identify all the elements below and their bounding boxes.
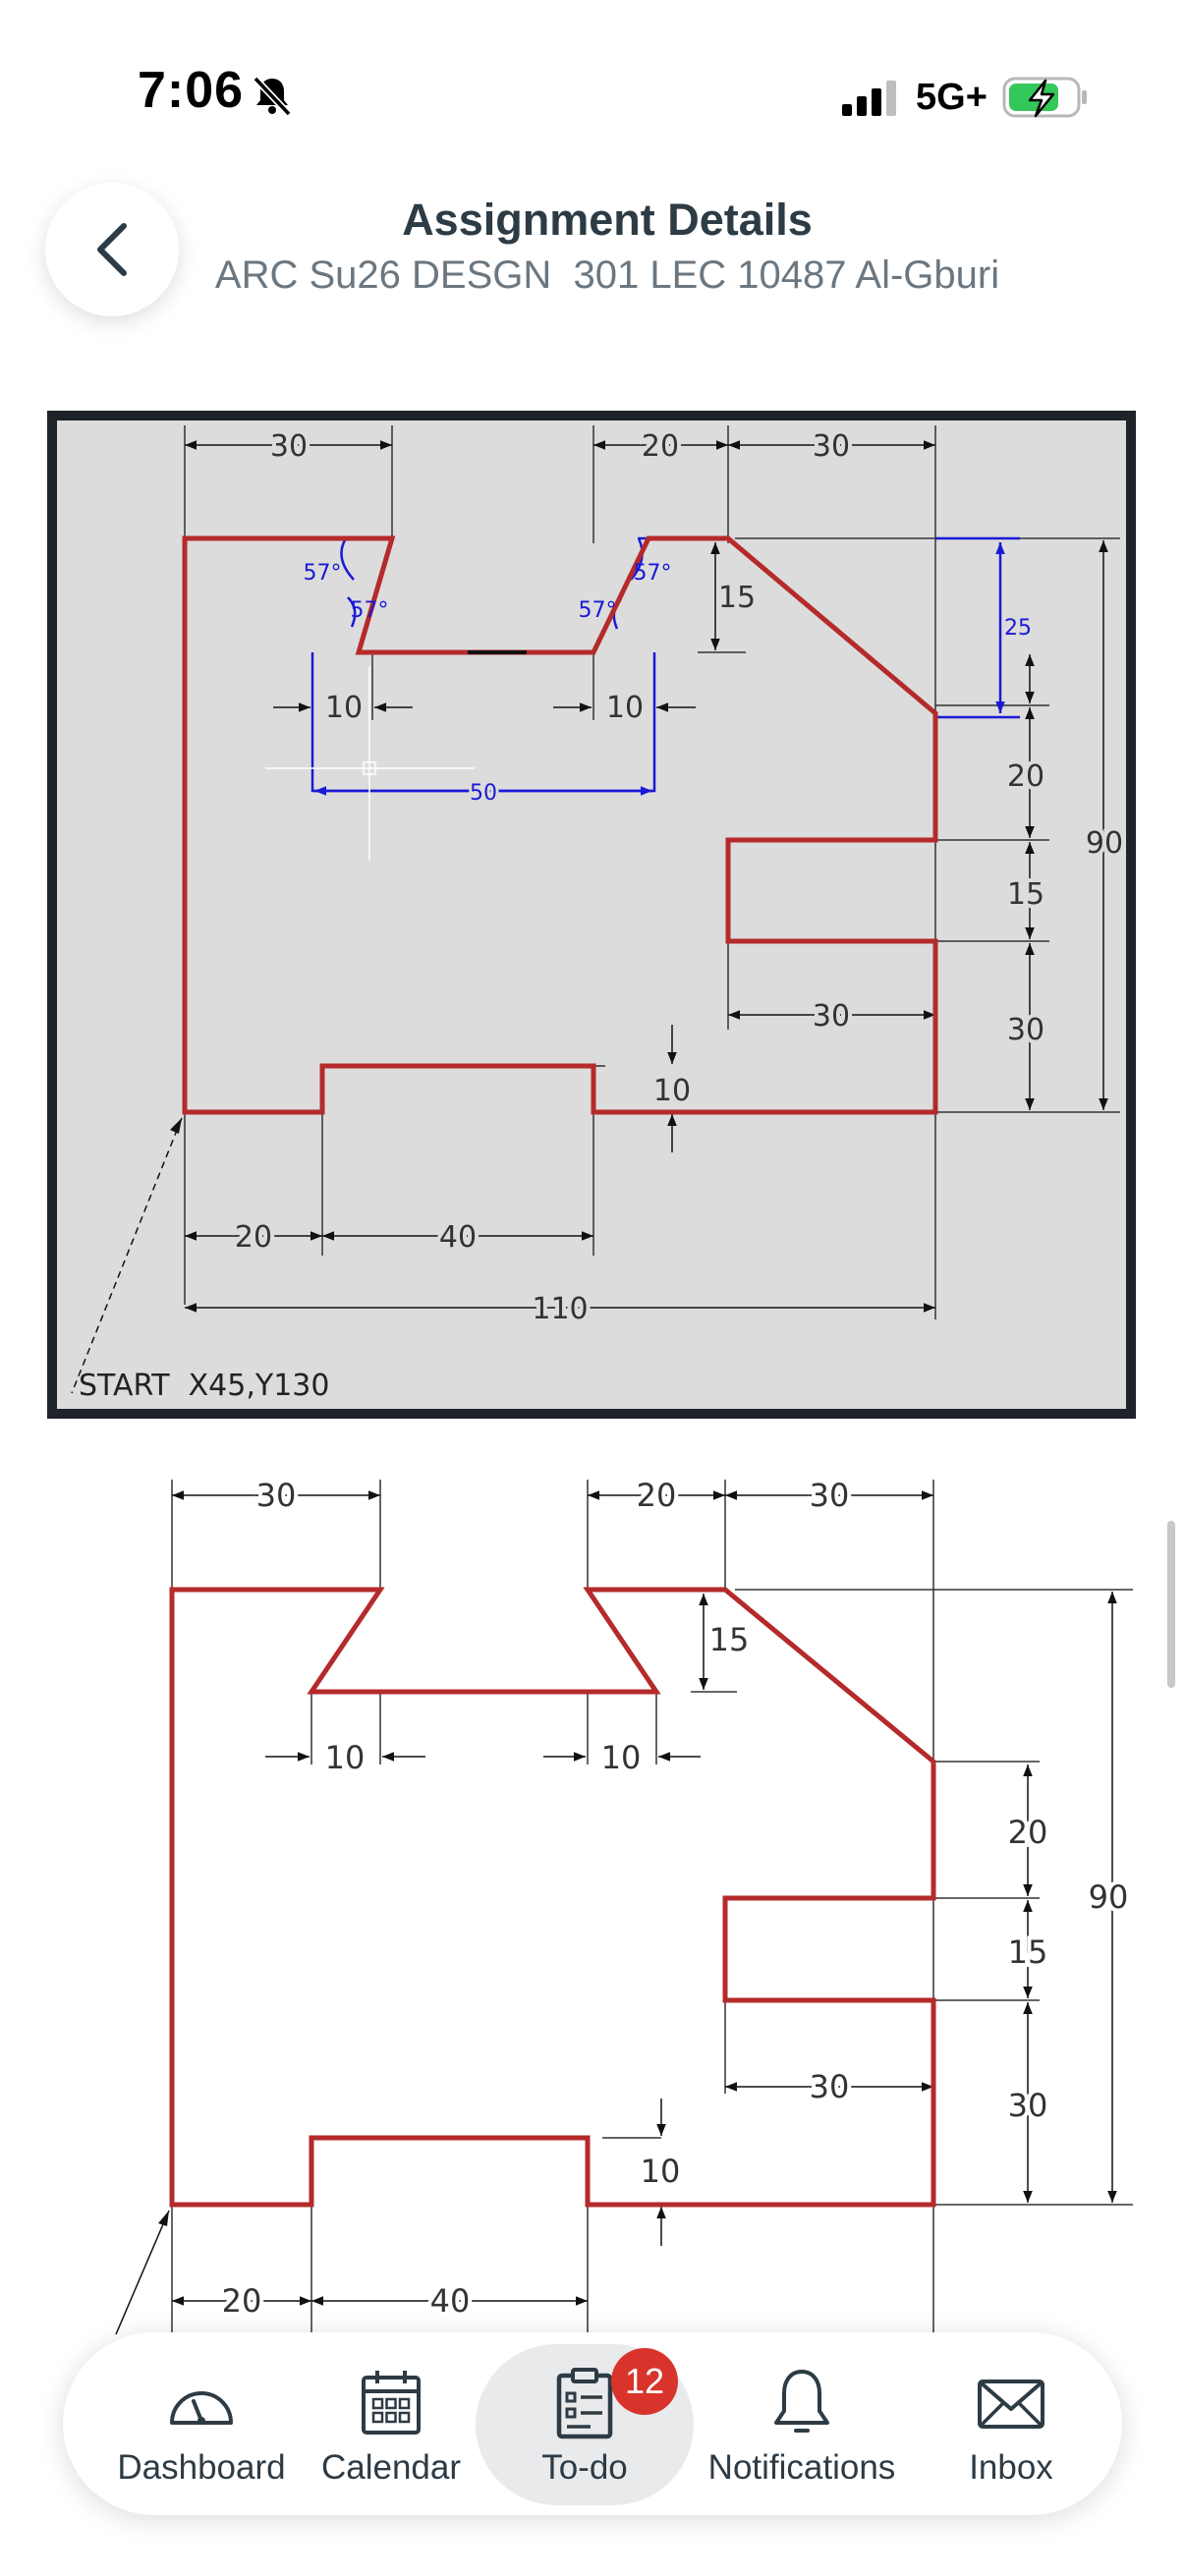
cad-dim-b40: 40 [439,1220,477,1255]
cad-start-note: START X45,Y130 [79,1369,329,1403]
todo-count-badge: 12 [611,2348,678,2415]
cad-dim-v10: 10 [653,1074,691,1108]
cad-drawing-image: 30 20 30 15 20 90 15 30 10 10 30 10 20 4… [47,411,1136,1419]
cad-dim-v90: 90 [1086,826,1123,861]
cad-dim-top-left: 30 [270,429,308,464]
clean-dim-v20: 20 [1008,1814,1048,1851]
cellular-signal-icon [842,81,896,116]
cad-dim-b20: 20 [235,1220,272,1255]
nav-label-calendar: Calendar [320,2448,462,2487]
course-subtitle: ARC Su26 DESGN 301 LEC 10487 Al-Gburi [214,253,1000,297]
scroll-indicator[interactable] [1167,1521,1175,1688]
bell-icon [774,2370,829,2433]
bottom-nav: Dashboard Calendar To-do 12 [63,2332,1122,2515]
cad-dim-h10b: 10 [606,691,644,725]
cad-dim-v25: 25 [1004,616,1032,641]
cad-dim-h10a: 10 [325,691,363,725]
cad-dim-h50: 50 [470,781,497,806]
clean-dim-h10a: 10 [325,1739,366,1776]
nav-notifications[interactable]: Notifications [684,2332,920,2515]
clean-drawing-image: 30 20 30 15 10 10 20 90 15 30 30 10 20 4… [47,1440,1136,2442]
nav-calendar[interactable]: Calendar [310,2332,472,2515]
clean-dim-top-right: 30 [810,1477,850,1514]
cad-angle-4: 57° [579,598,617,623]
dashboard-gauge-icon [170,2391,233,2425]
clean-dim-v15b: 15 [1008,1933,1048,1971]
nav-dashboard[interactable]: Dashboard [108,2332,295,2515]
envelope-icon [978,2380,1044,2429]
nav-label-notifications: Notifications [707,2448,896,2487]
back-button[interactable] [45,183,179,316]
chevron-left-icon [97,223,127,276]
clean-dim-h30: 30 [810,2068,850,2105]
clean-dim-top-left: 30 [256,1477,297,1514]
header: Assignment Details ARC Su26 DESGN 301 LE… [0,167,1185,324]
cad-angle-3: 57° [634,561,672,586]
nav-label-todo: To-do [541,2448,628,2487]
clean-dim-v15: 15 [709,1621,750,1658]
clean-dim-b40: 40 [430,2282,471,2320]
cad-angle-1: 57° [304,561,342,586]
cad-dim-v15: 15 [718,581,756,615]
page-title: Assignment Details [402,195,813,245]
cad-dim-v20: 20 [1007,759,1044,794]
network-label: 5G+ [916,77,988,118]
bell-slash-icon [253,76,292,117]
cad-dim-top-mid: 20 [642,429,679,464]
nav-label-dashboard: Dashboard [117,2448,286,2487]
battery-charging-icon [1002,77,1087,118]
clean-dim-h10b: 10 [601,1739,642,1776]
clean-dim-v30: 30 [1008,2087,1048,2124]
cad-angle-2: 57° [351,598,389,623]
cad-dim-h30: 30 [813,999,850,1034]
cad-dim-b110: 110 [532,1292,588,1326]
clean-dim-top-mid: 20 [637,1477,677,1514]
clean-dim-b20: 20 [222,2282,262,2320]
calendar-icon [362,2371,421,2435]
status-time: 7:06 [138,62,245,119]
nav-todo[interactable]: To-do [491,2332,678,2515]
nav-inbox[interactable]: Inbox [937,2332,1085,2515]
status-bar: 7:06 5G+ [0,0,1185,138]
cad-dim-v15b: 15 [1007,877,1044,912]
clean-dim-v10: 10 [641,2153,681,2190]
cad-dim-v30: 30 [1007,1013,1044,1047]
clean-dim-v90: 90 [1089,1878,1129,1916]
nav-label-inbox: Inbox [969,2448,1053,2487]
clipboard-list-icon [556,2368,613,2439]
cad-dim-top-right: 30 [813,429,850,464]
